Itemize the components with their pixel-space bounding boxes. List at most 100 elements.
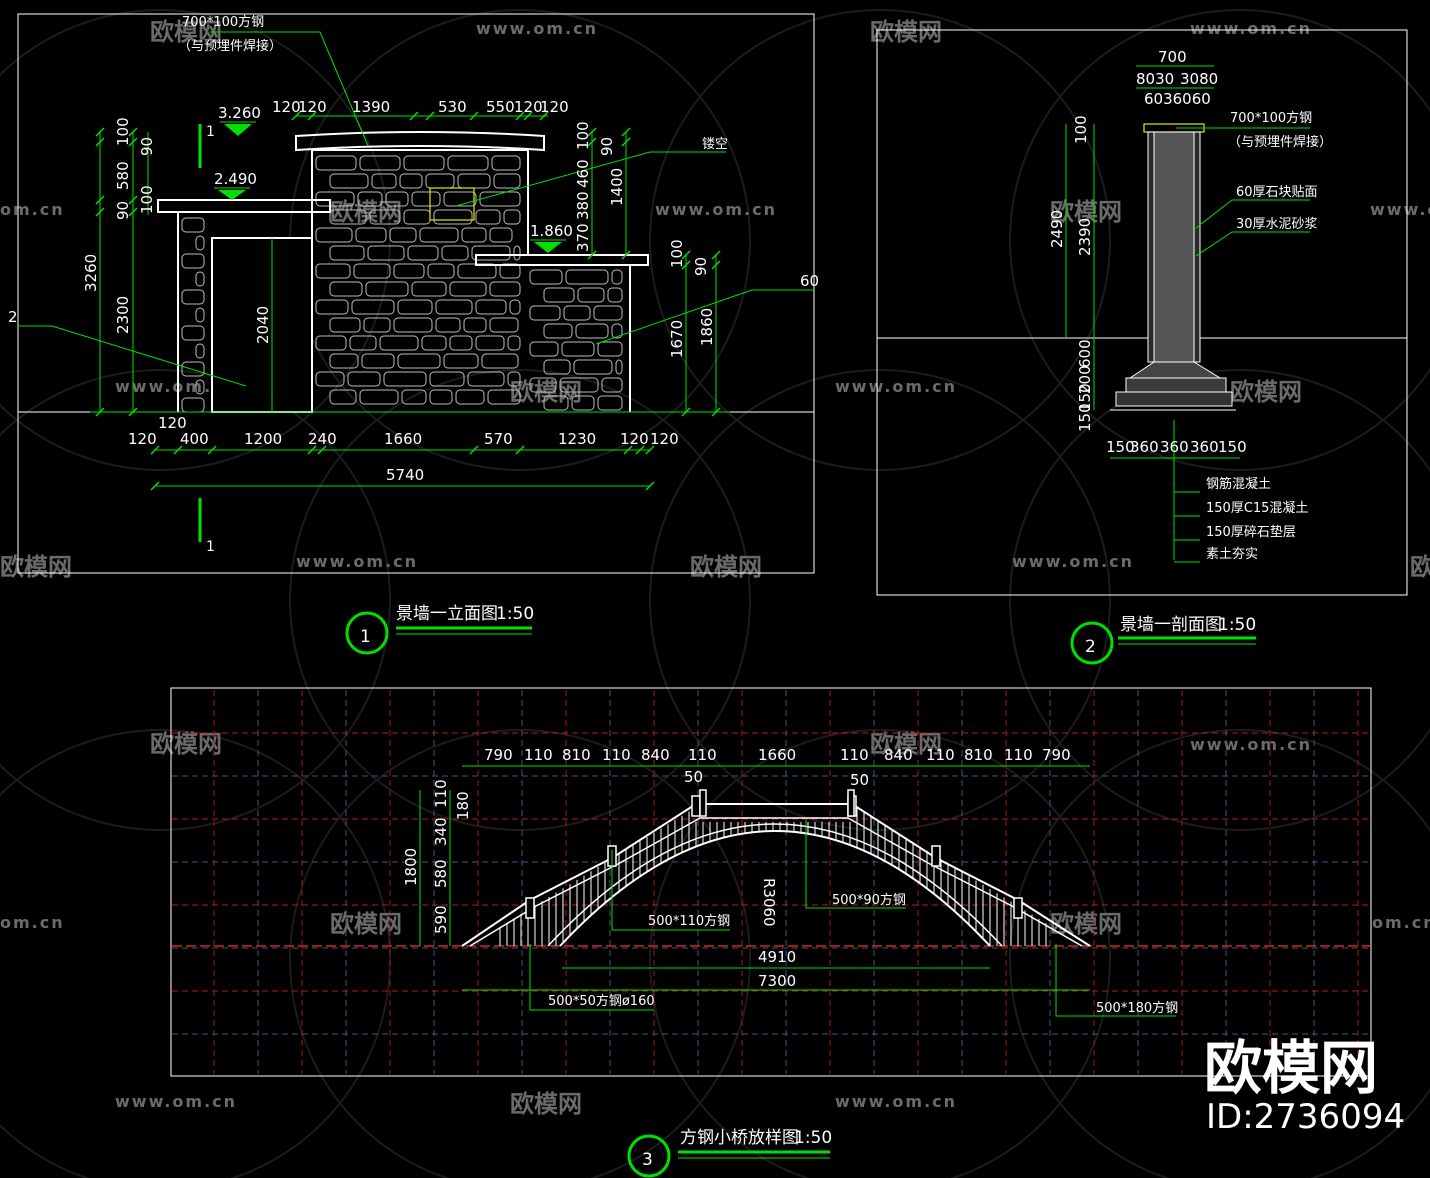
dimension-lines	[90, 111, 730, 491]
d1-top-1: 120	[298, 98, 327, 116]
level-markers: 3.260 2.490 1.860	[214, 104, 573, 253]
c15-concrete	[1125, 377, 1227, 393]
watermark-url: www.om.cn	[476, 19, 598, 38]
drawing-1-elevation: 3.260 2.490 1.860 1 1 700*100方钢 （与预埋件焊接）…	[8, 13, 819, 574]
watermark-url: www.om.cn	[296, 552, 418, 571]
d3-top-0: 790	[484, 746, 513, 764]
d1-top-0: 120	[272, 98, 301, 116]
d2-left-2: 2390	[1076, 218, 1094, 256]
note-steel: 700*100方钢	[182, 14, 264, 30]
section-dims: 700 8030 3080 6036060 100 2490 2390 600 …	[1048, 48, 1247, 560]
d1-bot-0: 120	[128, 430, 157, 448]
d3-top-1: 110	[524, 746, 553, 764]
d1-right-2: 460	[574, 159, 592, 188]
d2-left-1: 2490	[1048, 210, 1066, 248]
wall-outline	[157, 131, 649, 413]
d3-top-10: 810	[964, 746, 993, 764]
watermark-url: www.om.cn	[835, 377, 957, 396]
d1-left-2: 580	[114, 161, 132, 190]
d3-top-8: 840	[884, 746, 913, 764]
d2-note-3: 30厚水泥砂浆	[1236, 217, 1318, 232]
footing	[1128, 361, 1222, 379]
leader-notes: 700*100方钢 （与预埋件焊接） 镂空 60 2	[8, 14, 819, 387]
watermark-brand: 欧模网	[690, 553, 762, 581]
watermark-url: www.om.cn	[835, 1092, 957, 1111]
drawing-2-title: 景墙一剖面图	[1120, 615, 1222, 635]
d3-top-5: 110	[688, 746, 717, 764]
d3-top-9: 110	[926, 746, 955, 764]
d3-top-12: 790	[1042, 746, 1071, 764]
d1-left-0: 100	[114, 117, 132, 146]
d2-left-5: 150	[1076, 383, 1094, 412]
d1-right-1: 90	[598, 137, 616, 156]
d1-top-6: 120	[540, 98, 569, 116]
drawing-3-scale: 1:50	[794, 1128, 832, 1148]
drawing-2-title-block: 2 景墙一剖面图 1:50	[1070, 615, 1256, 665]
level-1860: 1.860	[530, 222, 573, 240]
d1-bot-8: 120	[650, 430, 679, 448]
d3-left-3: 340	[432, 817, 450, 846]
d3-left-0: 1800	[402, 848, 420, 886]
drawing-3-number: 3	[642, 1150, 653, 1170]
drawing-2-number: 2	[1085, 637, 1096, 657]
watermark-brand: 欧模网	[870, 18, 942, 46]
watermark-url: om.cn	[1372, 913, 1430, 932]
section-notes: 700*100方钢 （与预埋件焊接） 60厚石块贴面 30厚水泥砂浆 钢筋混凝土…	[1174, 110, 1332, 563]
d2-left-3: 600	[1076, 339, 1094, 368]
d2-found-1: 150厚C15混凝土	[1206, 500, 1308, 516]
drawing-1-title: 景墙一立面图	[396, 604, 498, 624]
d1-bot-2: 1200	[244, 430, 282, 448]
d2-note-1: （与预埋件焊接）	[1228, 134, 1332, 150]
watermark-url: www.om.cn	[1190, 19, 1312, 38]
d2-left-0: 100	[1072, 115, 1090, 144]
d1-bottom-extra: 120	[158, 414, 187, 432]
level-3260: 3.260	[218, 104, 261, 122]
id-watermark: ID:2736094	[1206, 1097, 1405, 1137]
d1-left-3: 100	[138, 185, 156, 214]
d3-note-1: 500*90方钢	[832, 892, 906, 908]
watermark-layer: 欧模网欧模网欧模网欧模网欧模网欧模网欧模网欧模网欧模网欧模网欧模网欧模网欧模网欧…	[0, 9, 1430, 1178]
watermark-url: www.om.cn	[115, 377, 237, 396]
bridge-dims: 790 110 810 110 840 110 1660 110 840 110…	[402, 746, 1090, 991]
watermark-brand: 欧模网	[1050, 198, 1122, 226]
d1-right2-1: 90	[692, 257, 710, 276]
d1-right2-0: 100	[668, 239, 686, 268]
d2-bot-1: 360	[1130, 438, 1159, 456]
level-2490: 2.490	[214, 170, 257, 188]
note-right-cut: 60	[800, 272, 819, 290]
d3-note-0: 500*110方钢	[648, 913, 730, 929]
d2-left-6: 150	[1076, 403, 1094, 432]
d3-left-4: 580	[432, 859, 450, 888]
drawing-1-frame	[17, 13, 815, 574]
section-mark-top: 1	[206, 124, 215, 140]
d1-bot-4: 1660	[384, 430, 422, 448]
d2-left-4: 200	[1076, 365, 1094, 394]
watermark-brand: 欧模网	[510, 1090, 582, 1118]
d3-top-4: 840	[641, 746, 670, 764]
bridge-notes: 500*110方钢 500*90方钢 500*50方钢ø160 500*180方…	[529, 820, 1178, 1017]
section-mark-bottom: 1	[206, 539, 215, 555]
d3-left-2: 180	[454, 791, 472, 820]
d2-bot-2: 360	[1160, 438, 1189, 456]
d3-top-7: 110	[840, 746, 869, 764]
d2-top-b: 3080	[1180, 70, 1218, 88]
d3-left-5: 590	[432, 905, 450, 934]
drawing-2-section: 700 8030 3080 6036060 100 2490 2390 600 …	[876, 29, 1408, 596]
d2-note-2: 60厚石块贴面	[1236, 185, 1318, 200]
d2-found-3: 素土夯实	[1206, 547, 1258, 562]
drawing-2-scale: 1:50	[1218, 615, 1256, 635]
watermark-url: www.om.cn	[1370, 200, 1430, 219]
dims-vertical: 100 90 580 100 90 3260 2300 2040 100 90 …	[82, 117, 716, 358]
drawing-3-title-block: 3 方钢小桥放样图 1:50	[627, 1128, 832, 1178]
watermark-brand: 欧模网	[1230, 378, 1302, 406]
d1-right-0: 100	[574, 121, 592, 150]
watermark-brand: 欧模网	[870, 730, 942, 758]
drawing-1-title-block: 1 景墙一立面图 1:50	[345, 604, 534, 655]
d1-right-5: 1400	[608, 168, 626, 206]
d1-top-2: 1390	[352, 98, 390, 116]
d3-top-2: 810	[562, 746, 591, 764]
d2-top-a: 8030	[1136, 70, 1174, 88]
watermark-brand: 欧模网	[330, 910, 402, 938]
d3-left-1: 110	[432, 779, 450, 808]
watermark-brand: 欧模网	[1050, 910, 1122, 938]
